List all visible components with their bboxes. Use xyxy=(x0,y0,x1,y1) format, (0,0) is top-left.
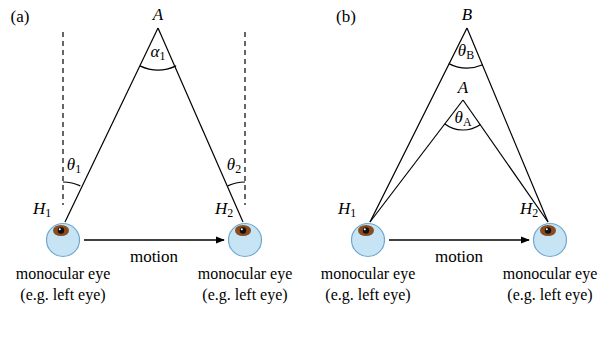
position-label: H2 xyxy=(520,200,538,220)
panel-label: (b) xyxy=(336,8,356,25)
angle-arc xyxy=(140,66,176,70)
sight-line xyxy=(370,28,467,222)
edge-label: motion xyxy=(128,248,180,265)
eye-node: H1monocular eye (e.g. left eye) xyxy=(45,222,81,258)
angle-label: θ1 xyxy=(67,156,81,176)
point-label: A xyxy=(458,79,468,96)
angle-arc xyxy=(228,182,245,186)
position-label: H1 xyxy=(33,200,51,220)
eye-node: H1monocular eye (e.g. left eye) xyxy=(350,222,386,258)
position-label: H2 xyxy=(215,200,233,220)
eye-caption: monocular eye (e.g. left eye) xyxy=(309,264,427,306)
sight-line xyxy=(158,28,243,222)
eye-caption: monocular eye (e.g. left eye) xyxy=(4,264,122,306)
eye-icon xyxy=(532,222,568,258)
angle-arc xyxy=(63,182,80,186)
eye-node: H2monocular eye (e.g. left eye) xyxy=(532,222,568,258)
motion-arrow xyxy=(389,239,529,240)
angle-label: α1 xyxy=(151,43,166,63)
point-label: B xyxy=(462,6,472,23)
panel-label: (a) xyxy=(11,8,30,25)
edge-label: motion xyxy=(433,248,485,265)
angle-label: θA xyxy=(455,109,472,129)
motion-arrow xyxy=(84,239,224,240)
sight-line xyxy=(463,100,548,222)
sight-line xyxy=(65,28,158,222)
vertical-reference xyxy=(244,32,245,205)
eye-icon xyxy=(350,222,386,258)
eye-icon xyxy=(45,222,81,258)
vertical-reference xyxy=(62,32,63,205)
angle-arc xyxy=(449,64,483,68)
eye-node: H2monocular eye (e.g. left eye) xyxy=(227,222,263,258)
position-label: H1 xyxy=(338,200,356,220)
eye-caption: monocular eye (e.g. left eye) xyxy=(491,264,609,306)
angle-label: θB xyxy=(458,42,474,62)
eye-caption: monocular eye (e.g. left eye) xyxy=(186,264,304,306)
eye-icon xyxy=(227,222,263,258)
angle-label: θ2 xyxy=(227,156,241,176)
sight-line xyxy=(370,100,463,222)
point-label: A xyxy=(153,6,163,23)
